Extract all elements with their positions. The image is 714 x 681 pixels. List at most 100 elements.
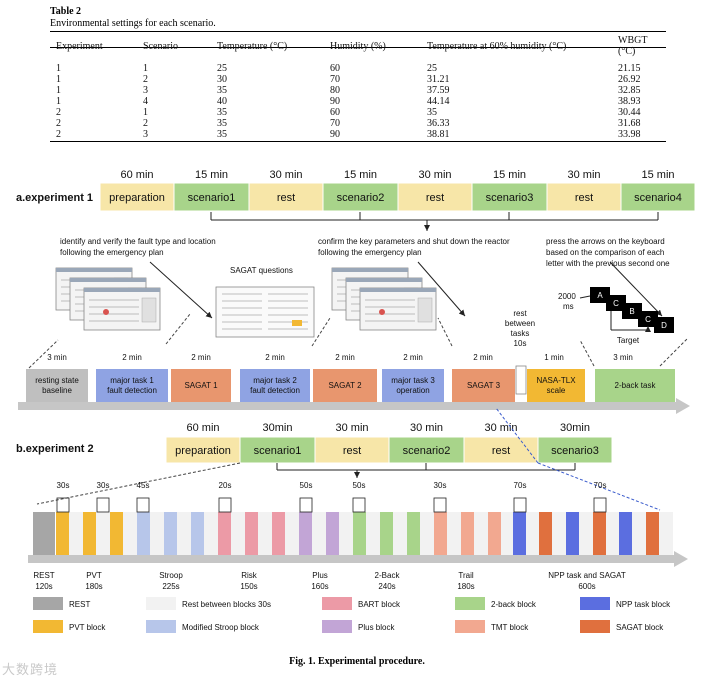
table-cell: 4 [143,96,148,107]
table-cell: 2 [56,118,61,129]
exp1-duration-label: 30 min [269,169,302,181]
exp2-sequence-block [526,512,539,558]
exp2-sequence-block [204,512,218,558]
watermark-logo: 大数跨境 [2,662,59,677]
projection-line [495,407,539,464]
twoback-letter-card [590,287,610,303]
segment-name: Stroop [159,571,183,580]
exp2-block-label: preparation [175,445,231,457]
task-duration-label: 2 min [473,353,493,362]
exp2-sequence-block [56,512,69,558]
exp1-timeline-bar [18,402,678,410]
exp2-duration-brace [96,497,110,513]
table-cell: 35 [217,107,227,118]
exp2-sequence-block [501,512,513,558]
twoback-letter: A [597,291,603,300]
legend-swatch [322,620,352,633]
segment-name: Trail [458,571,473,580]
table-cell: 30.44 [618,107,641,118]
projection-line [311,317,331,347]
task-duration-label: 3 min [613,353,633,362]
exp2-sequence-block [552,512,566,558]
exp2-duration-label: 30 min [484,422,517,434]
thumbnail-titlebar [84,288,160,292]
exp2-duration-brace-label: 20s [219,481,232,490]
task-note: based on the comparison of each [546,248,664,257]
exp2-block-label: rest [492,445,510,457]
thumbnail-titlebar [70,278,146,282]
projection-line [659,337,689,367]
exp2-sequence-block [326,512,339,558]
rest-between-box [515,365,527,395]
exp2-sequence-block [393,512,407,558]
projection-line [165,313,191,345]
exp2-sequence-block [593,512,606,558]
exp2-sequence-block [96,512,110,558]
exp1-block-label: rest [426,192,444,204]
rest-between-label: tasks [511,329,530,338]
table-cell: 31.21 [427,74,450,85]
table-label: Table 2 [50,6,82,17]
table-cell: 90 [330,96,340,107]
exp2-sequence-block [123,512,137,558]
table-cell: 33.98 [618,129,641,140]
exp2-sequence-block [380,512,393,558]
exp1-duration-label: 15 min [493,169,526,181]
exp2-duration-brace [352,497,366,513]
projection-line [36,462,241,505]
table-cell: 36.33 [427,118,450,129]
exp2-sequence-block [245,512,258,558]
exp2-block-label: rest [343,445,361,457]
table-caption: Environmental settings for each scenario… [50,18,216,29]
table-cell: 80 [330,85,340,96]
exp2-duration-brace-label: 70s [594,481,607,490]
table-cell: 2 [143,74,148,85]
exp2-duration-brace-label: 30s [97,481,110,490]
projection-line [437,317,453,347]
task-note: following the emergency plan [60,248,164,257]
projection-line [537,462,661,511]
exp2-sequence-block [366,512,380,558]
experiment-1-label: a.experiment 1 [16,192,93,204]
table-header-rule [50,47,666,48]
thumbnail-titlebar [360,288,436,292]
exp2-sequence-block [420,512,434,558]
table-cell: 35 [427,107,437,118]
task-block-label: fault detection [107,386,157,395]
twoback-letter-card [606,295,626,311]
task-block [452,369,515,402]
table-cell: 60 [330,63,340,74]
task-block [240,369,310,402]
legend-swatch [33,597,63,610]
table-cell: 26.92 [618,74,641,85]
task-block-label: major task 2 [253,376,297,385]
exp2-sequence-block [272,512,285,558]
legend-swatch [146,597,176,610]
task-note: letter with the previous second one [546,259,670,268]
table-cell: 44.14 [427,96,450,107]
twoback-letter: C [645,315,651,324]
segment-name: 2-Back [375,571,401,580]
exp2-duration-brace [299,497,313,513]
exp2-duration-label: 60 min [186,422,219,434]
thumbnail-titlebar [332,268,408,272]
legend-label: SAGAT block [616,623,664,632]
task-block-label: major task 1 [110,376,154,385]
segment-duration: 150s [240,582,257,591]
exp2-sequence-block [659,512,673,558]
exp2-sequence-block [474,512,488,558]
exp2-sequence-block [434,512,447,558]
segment-duration: 160s [311,582,328,591]
table-top-rule [50,31,666,32]
task-duration-label: 3 min [47,353,67,362]
task-block-label: NASA-TLX [536,376,576,385]
exp2-sequence-block [632,512,646,558]
exp1-duration-label: 60 min [120,169,153,181]
segment-name: Plus [312,571,328,580]
header-cell: Humidity (%) [330,40,386,52]
table-cell: 1 [56,63,61,74]
